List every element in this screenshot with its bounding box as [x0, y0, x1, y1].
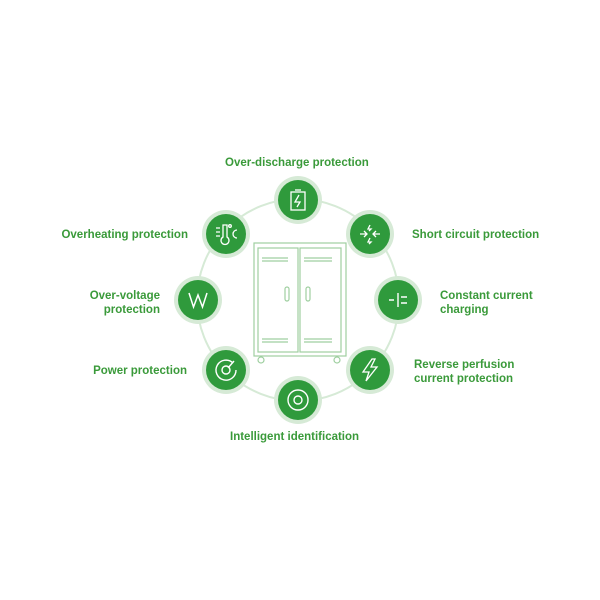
label-line-2: charging [440, 304, 489, 316]
label-over-voltage: Over-voltage protection [90, 289, 160, 317]
label-line-2: current protection [414, 373, 514, 385]
constant-current-node [374, 276, 422, 324]
overheating-node [202, 210, 250, 258]
capacitor-icon [389, 293, 407, 307]
over-discharge-node [274, 176, 322, 224]
over-voltage-node [174, 276, 222, 324]
wave-icon [188, 292, 208, 310]
gauge-icon [215, 359, 237, 381]
label-constant-current: Constant current charging [440, 289, 533, 317]
short-circuit-node [346, 210, 394, 258]
label-short-circuit: Short circuit protection [412, 229, 540, 241]
battery-bolt-icon [290, 189, 306, 211]
lightning-icon [361, 358, 379, 382]
charging-cabinet [253, 242, 347, 364]
power-node [202, 346, 250, 394]
label-line-1: Constant current [440, 290, 533, 302]
label-line-2: protection [103, 304, 160, 316]
reverse-perfusion-node [346, 346, 394, 394]
label-line-1: Reverse perfusion [414, 359, 515, 371]
intelligent-identification-node [274, 376, 322, 424]
thermometer-icon [216, 224, 238, 246]
target-icon [287, 389, 309, 411]
label-power: Power protection [93, 365, 187, 377]
label-reverse-perfusion: Reverse perfusion current protection [414, 358, 514, 386]
label-intelligent-identification: Intelligent identification [230, 431, 360, 443]
label-over-discharge: Over-discharge protection [225, 157, 369, 169]
label-overheating: Overheating protection [61, 229, 188, 241]
short-circuit-icon [360, 224, 380, 245]
label-line-1: Over-voltage [89, 290, 160, 302]
